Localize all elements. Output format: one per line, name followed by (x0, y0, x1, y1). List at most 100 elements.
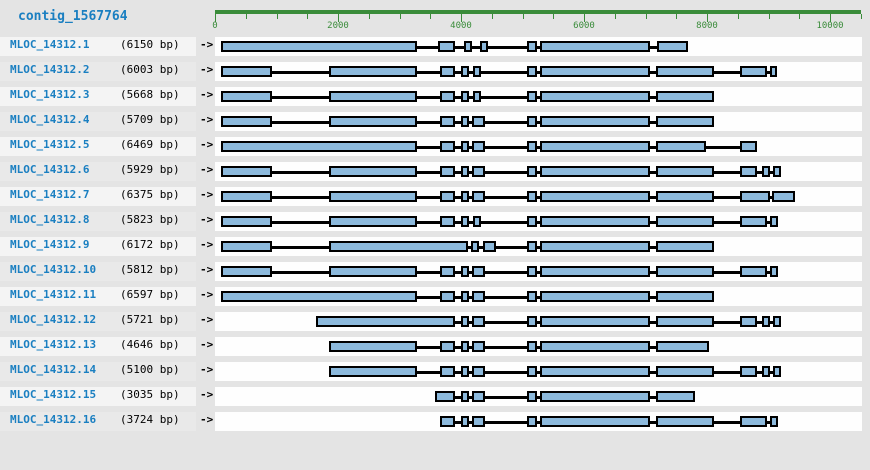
exon-block[interactable] (656, 341, 709, 352)
exon-block[interactable] (472, 166, 485, 177)
exon-block[interactable] (762, 166, 770, 177)
exon-block[interactable] (329, 366, 417, 377)
exon-block[interactable] (656, 291, 714, 302)
exon-block[interactable] (540, 116, 650, 127)
exon-block[interactable] (540, 366, 650, 377)
exon-block[interactable] (316, 316, 455, 327)
exon-block[interactable] (461, 341, 469, 352)
exon-block[interactable] (656, 241, 714, 252)
exon-block[interactable] (472, 291, 485, 302)
exon-block[interactable] (461, 416, 469, 427)
exon-block[interactable] (656, 166, 714, 177)
gene-name-link[interactable]: MLOC_14312.9 (10, 238, 90, 251)
exon-block[interactable] (540, 141, 650, 152)
exon-block[interactable] (656, 91, 714, 102)
gene-name-link[interactable]: MLOC_14312.4 (10, 113, 90, 126)
exon-block[interactable] (527, 416, 537, 427)
gene-name-link[interactable]: MLOC_14312.13 (10, 338, 97, 351)
exon-block[interactable] (540, 66, 650, 77)
exon-block[interactable] (472, 416, 485, 427)
exon-block[interactable] (461, 366, 469, 377)
exon-block[interactable] (221, 141, 417, 152)
exon-block[interactable] (440, 191, 455, 202)
exon-block[interactable] (772, 191, 795, 202)
exon-block[interactable] (440, 216, 455, 227)
exon-block[interactable] (461, 116, 469, 127)
exon-block[interactable] (656, 216, 714, 227)
exon-block[interactable] (540, 216, 650, 227)
exon-block[interactable] (440, 416, 455, 427)
exon-block[interactable] (329, 266, 417, 277)
exon-block[interactable] (472, 191, 485, 202)
exon-block[interactable] (329, 66, 417, 77)
exon-block[interactable] (221, 266, 272, 277)
exon-block[interactable] (461, 391, 469, 402)
exon-block[interactable] (472, 141, 485, 152)
gene-name-link[interactable]: MLOC_14312.15 (10, 388, 97, 401)
exon-block[interactable] (461, 91, 469, 102)
exon-block[interactable] (472, 116, 485, 127)
gene-row[interactable]: MLOC_14312.1(6150 bp)-> (0, 34, 870, 59)
exon-block[interactable] (527, 266, 537, 277)
exon-block[interactable] (527, 91, 537, 102)
exon-block[interactable] (657, 41, 688, 52)
exon-block[interactable] (435, 391, 455, 402)
exon-block[interactable] (540, 416, 650, 427)
gene-name-link[interactable]: MLOC_14312.8 (10, 213, 90, 226)
exon-block[interactable] (221, 66, 272, 77)
exon-block[interactable] (440, 291, 455, 302)
exon-block[interactable] (540, 266, 650, 277)
exon-block[interactable] (221, 116, 272, 127)
exon-block[interactable] (221, 291, 417, 302)
exon-block[interactable] (540, 191, 650, 202)
gene-row[interactable]: MLOC_14312.15(3035 bp)-> (0, 384, 870, 409)
exon-block[interactable] (329, 216, 417, 227)
exon-block[interactable] (473, 216, 481, 227)
gene-row[interactable]: MLOC_14312.8(5823 bp)-> (0, 209, 870, 234)
exon-block[interactable] (329, 191, 417, 202)
exon-block[interactable] (440, 341, 455, 352)
gene-name-link[interactable]: MLOC_14312.6 (10, 163, 90, 176)
exon-block[interactable] (656, 141, 706, 152)
exon-block[interactable] (740, 366, 757, 377)
exon-block[interactable] (762, 366, 770, 377)
exon-block[interactable] (740, 216, 767, 227)
exon-block[interactable] (527, 316, 537, 327)
exon-block[interactable] (440, 366, 455, 377)
exon-block[interactable] (740, 66, 767, 77)
exon-block[interactable] (540, 316, 650, 327)
exon-block[interactable] (471, 241, 479, 252)
exon-block[interactable] (473, 91, 481, 102)
gene-name-link[interactable]: MLOC_14312.5 (10, 138, 90, 151)
exon-block[interactable] (472, 316, 485, 327)
gene-row[interactable]: MLOC_14312.9(6172 bp)-> (0, 234, 870, 259)
exon-block[interactable] (656, 191, 714, 202)
gene-row[interactable]: MLOC_14312.11(6597 bp)-> (0, 284, 870, 309)
gene-name-link[interactable]: MLOC_14312.11 (10, 288, 97, 301)
exon-block[interactable] (440, 66, 455, 77)
exon-block[interactable] (527, 141, 537, 152)
exon-block[interactable] (461, 166, 469, 177)
exon-block[interactable] (773, 166, 781, 177)
exon-block[interactable] (527, 291, 537, 302)
gene-name-link[interactable]: MLOC_14312.7 (10, 188, 90, 201)
exon-block[interactable] (527, 366, 537, 377)
exon-block[interactable] (656, 366, 714, 377)
exon-block[interactable] (540, 241, 650, 252)
exon-block[interactable] (329, 241, 468, 252)
exon-block[interactable] (329, 91, 417, 102)
gene-name-link[interactable]: MLOC_14312.2 (10, 63, 90, 76)
exon-block[interactable] (540, 391, 650, 402)
exon-block[interactable] (540, 41, 650, 52)
exon-block[interactable] (770, 66, 777, 77)
exon-block[interactable] (740, 141, 757, 152)
exon-block[interactable] (527, 191, 537, 202)
exon-block[interactable] (461, 316, 469, 327)
exon-block[interactable] (770, 216, 778, 227)
exon-block[interactable] (480, 41, 488, 52)
exon-block[interactable] (773, 316, 781, 327)
exon-block[interactable] (740, 416, 767, 427)
exon-block[interactable] (483, 241, 496, 252)
exon-block[interactable] (440, 116, 455, 127)
exon-block[interactable] (461, 66, 469, 77)
